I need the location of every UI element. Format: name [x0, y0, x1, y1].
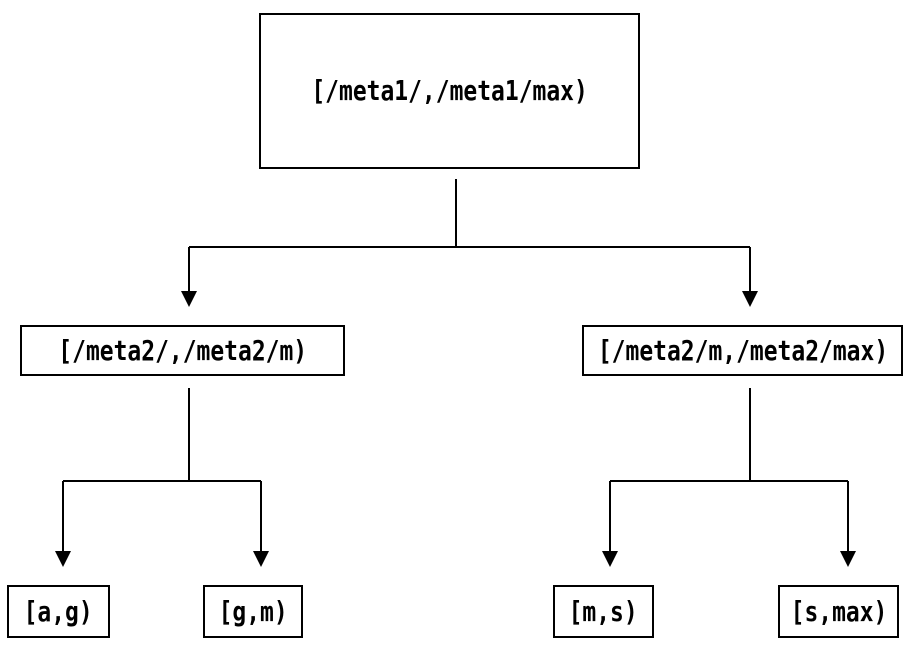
node-leaf-gm: [g,m) — [203, 585, 303, 638]
arrowhead-down-icon — [602, 551, 618, 567]
node-meta2-left-label: [/meta2/,/meta2/m) — [58, 333, 307, 367]
arrowhead-down-icon — [181, 291, 197, 307]
node-leaf-ag: [a,g) — [7, 585, 110, 638]
node-leaf-smax: [s,max) — [778, 585, 899, 638]
arrowhead-down-icon — [253, 551, 269, 567]
node-leaf-ms-label: [m,s) — [568, 594, 639, 628]
node-meta2-right-label: [/meta2/m,/meta2/max) — [597, 333, 888, 367]
node-leaf-ms: [m,s) — [553, 585, 654, 638]
arrowhead-down-icon — [840, 551, 856, 567]
node-meta2-left: [/meta2/,/meta2/m) — [20, 325, 345, 376]
node-leaf-gm-label: [g,m) — [218, 594, 288, 628]
node-meta2-right: [/meta2/m,/meta2/max) — [582, 325, 903, 376]
node-root-label: [/meta1/,/meta1/max) — [311, 74, 588, 107]
node-root: [/meta1/,/meta1/max) — [259, 13, 640, 169]
node-leaf-ag-label: [a,g) — [23, 594, 94, 628]
arrowhead-down-icon — [55, 551, 71, 567]
arrowhead-down-icon — [742, 291, 758, 307]
node-leaf-smax-label: [s,max) — [790, 594, 887, 628]
